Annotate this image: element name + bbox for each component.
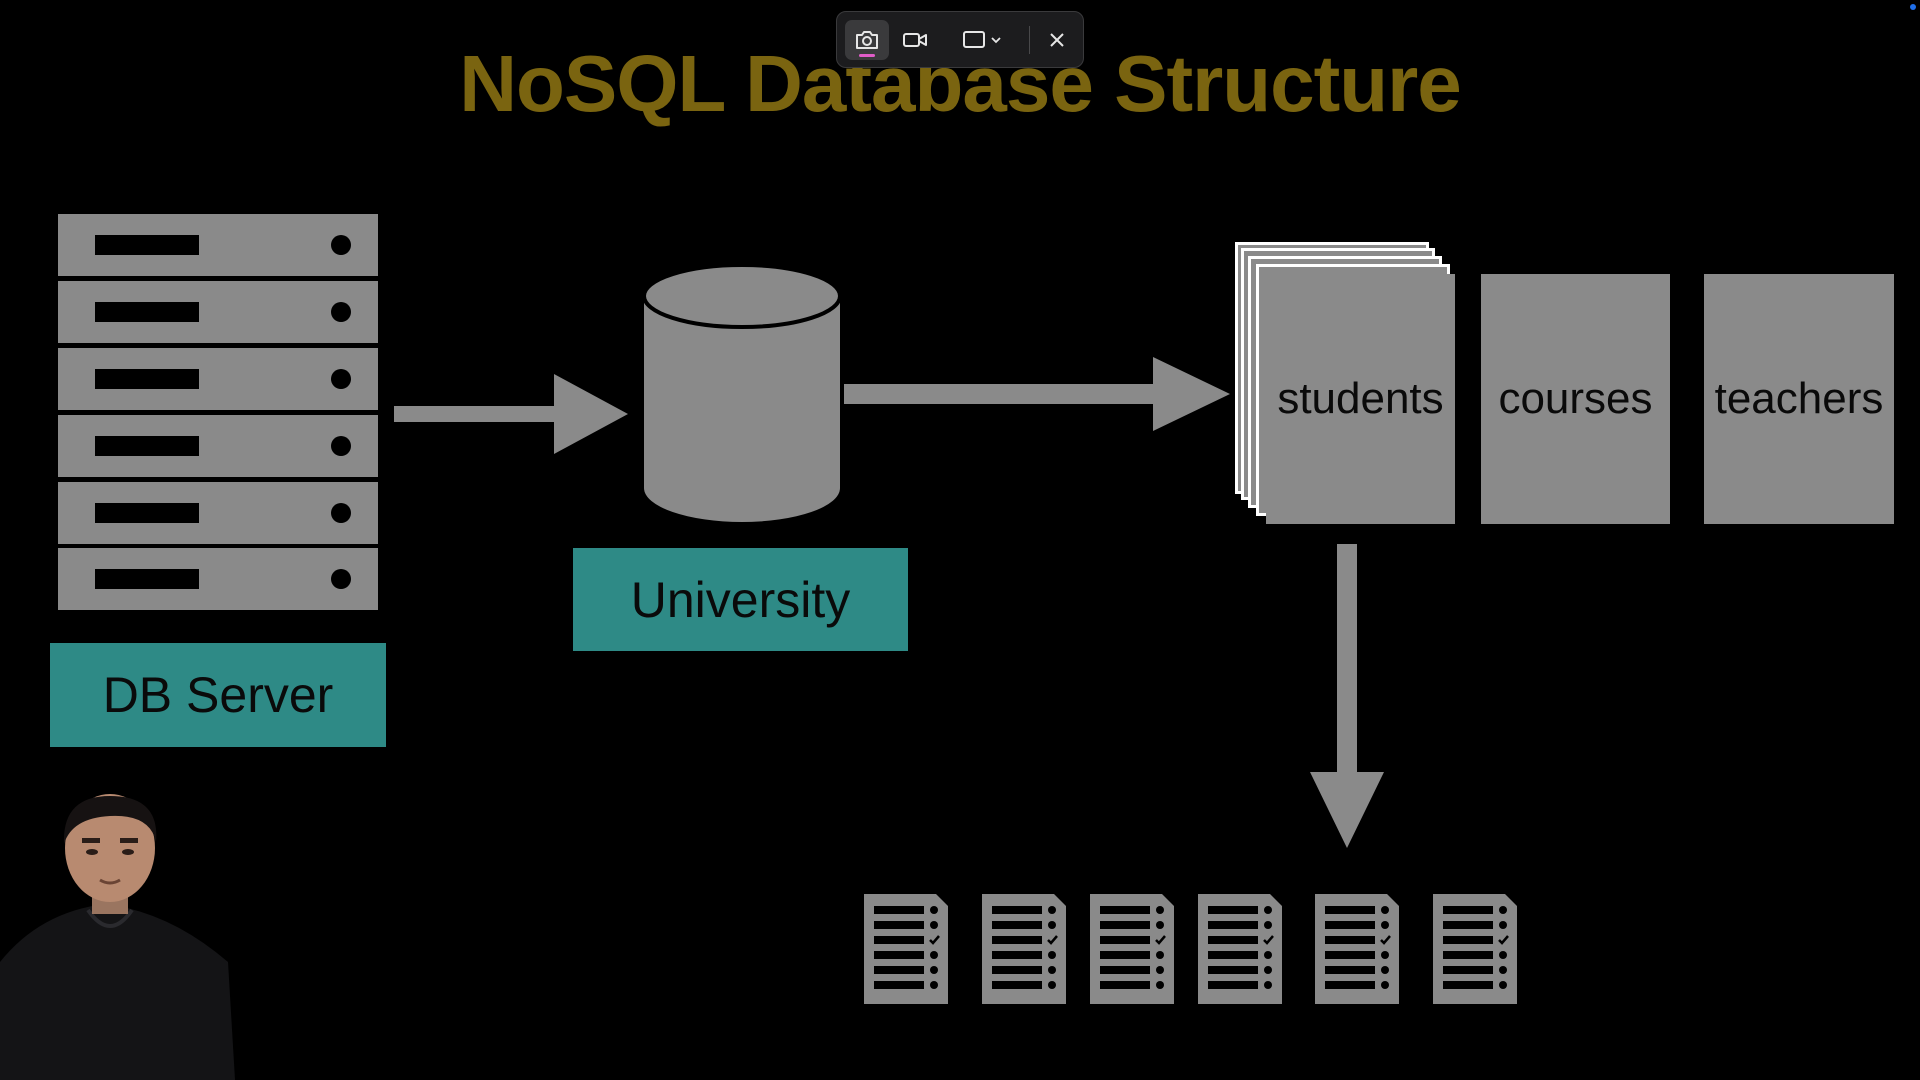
- arrow-database-to-collections: [844, 357, 1230, 431]
- document-icon: [1198, 894, 1282, 1004]
- recording-indicator: [859, 54, 875, 57]
- camera-icon: [856, 31, 878, 49]
- video-mode-button[interactable]: [893, 20, 937, 60]
- video-camera-icon: [903, 33, 927, 47]
- document-icon: [1090, 894, 1174, 1004]
- document-icon: [864, 894, 948, 1004]
- screenshot-mode-button[interactable]: [845, 20, 889, 60]
- toolbar-separator: [1029, 26, 1030, 54]
- document-icon: [1433, 894, 1517, 1004]
- rectangle-select-icon: [963, 31, 985, 48]
- database-cylinder-icon: [642, 263, 842, 522]
- arrow-collection-to-documents: [1310, 544, 1384, 848]
- arrow-server-to-database: [394, 374, 628, 454]
- capture-toolbar: [836, 11, 1084, 68]
- presenter-webcam: [0, 794, 235, 1080]
- document-icon: [1315, 894, 1399, 1004]
- document-icon: [982, 894, 1066, 1004]
- capture-area-dropdown[interactable]: [951, 20, 1013, 60]
- collection-students: students: [1266, 274, 1455, 524]
- db-server-label: DB Server: [50, 643, 386, 747]
- close-button[interactable]: [1035, 20, 1079, 60]
- collection-teachers: teachers: [1704, 274, 1894, 524]
- status-dot: [1910, 4, 1916, 10]
- close-icon: [1050, 33, 1064, 47]
- collection-courses: courses: [1481, 274, 1670, 524]
- chevron-down-icon: [991, 37, 1001, 44]
- server-rack-icon: [58, 214, 378, 610]
- database-label: University: [573, 548, 908, 651]
